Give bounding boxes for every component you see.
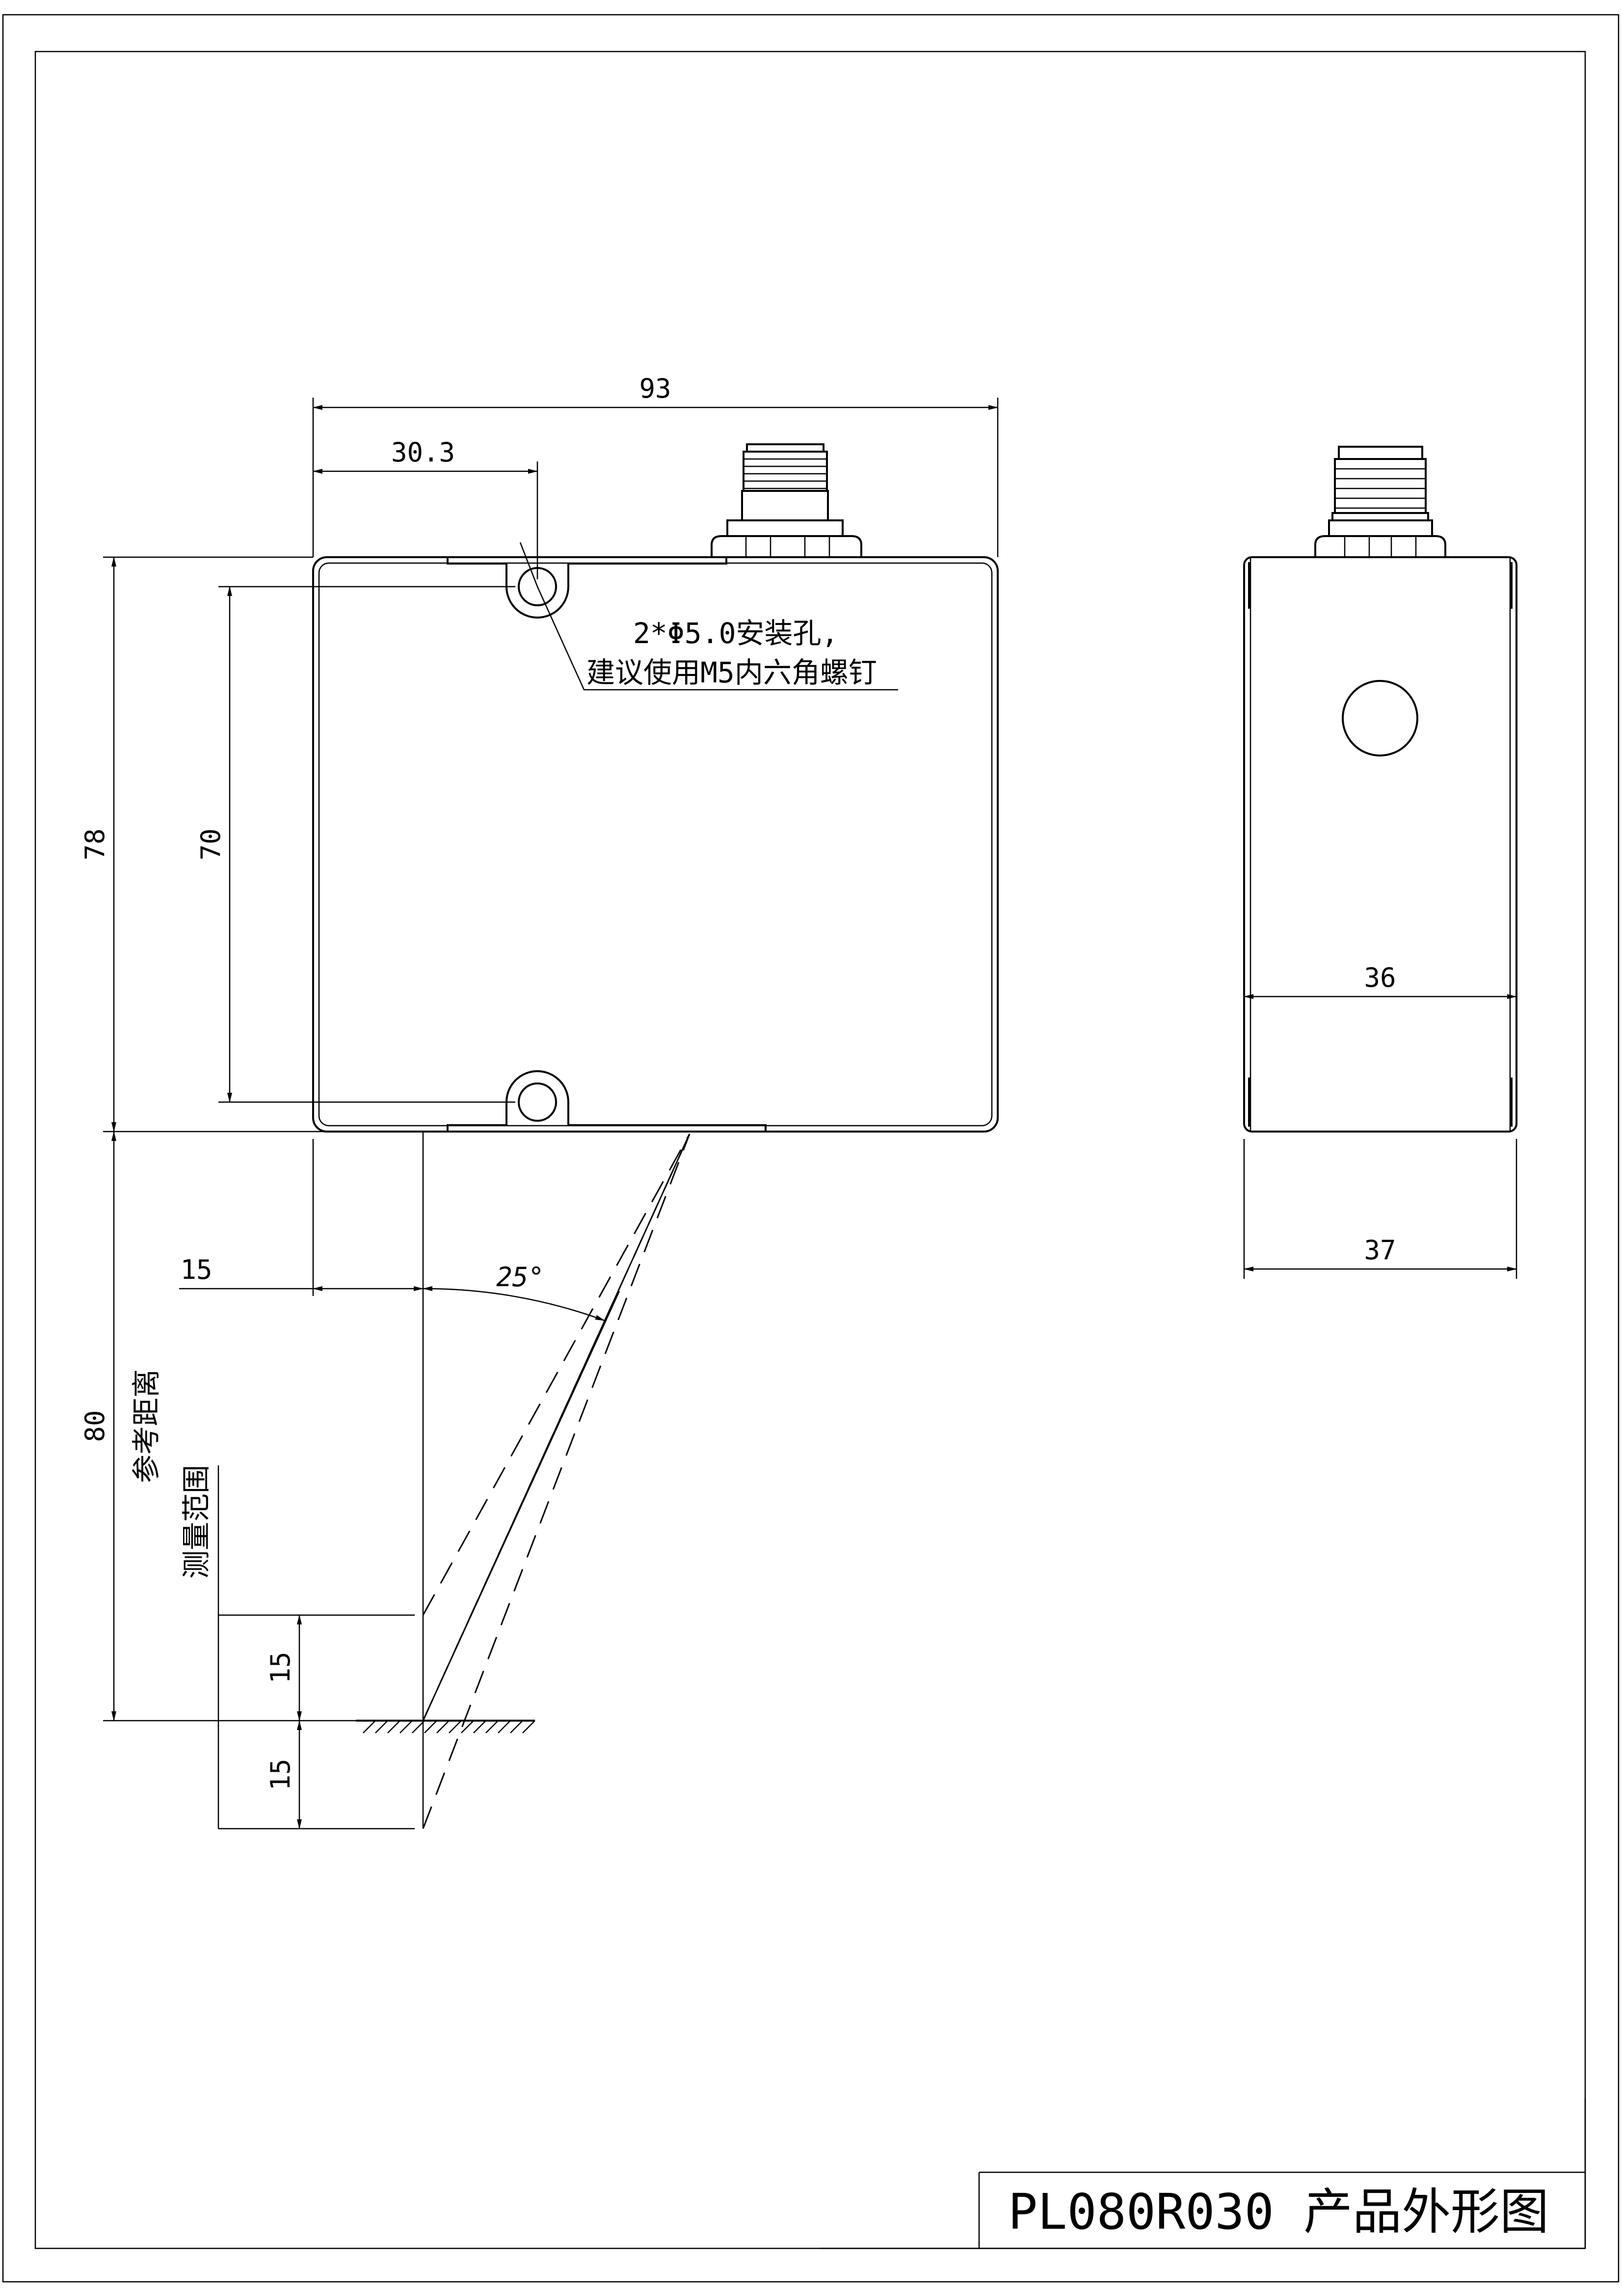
hole-note-line1: 2*Φ5.0安装孔, bbox=[633, 617, 838, 650]
lens-window bbox=[1342, 680, 1418, 756]
hole-note-line2: 建议使用M5内六角螺钉 bbox=[586, 656, 877, 689]
dimension-30-3: 30.3 bbox=[391, 437, 455, 468]
dimension-15-lower: 15 bbox=[265, 1758, 296, 1790]
dimension-80: 80 bbox=[80, 1410, 110, 1442]
measurement-range-label: 测量范围 bbox=[180, 1465, 213, 1579]
dimension-15-offset: 15 bbox=[180, 1254, 212, 1285]
dimension-93: 93 bbox=[639, 373, 671, 404]
title-block: PL080R030 产品外形图 bbox=[820, 2099, 1586, 2249]
reference-distance-label: 参考距离 bbox=[130, 1369, 163, 1483]
front-view-housing bbox=[312, 556, 999, 1133]
dimension-70: 70 bbox=[195, 828, 226, 860]
connector-side bbox=[1314, 446, 1446, 557]
front-view-dimensions: 93 30.3 78 70 2*Φ5.0安装孔, 建议使用M5内六角螺钉 bbox=[80, 373, 999, 1133]
side-view-housing bbox=[1243, 556, 1517, 1133]
drawing-frame bbox=[2, 14, 1620, 2283]
dimension-78: 78 bbox=[80, 828, 110, 860]
side-view-dimensions: 36 37 bbox=[1243, 962, 1517, 1279]
dimension-37: 37 bbox=[1364, 1235, 1396, 1266]
measurement-dimensions: 15 80 参考距离 测量范围 15 15 bbox=[80, 1131, 424, 1830]
mounting-hole-bottom bbox=[505, 1070, 569, 1125]
connector-front bbox=[711, 443, 862, 557]
drawing-title: PL080R030 产品外形图 bbox=[1008, 2183, 1549, 2241]
optical-path: 25° bbox=[356, 1132, 691, 1829]
front-view bbox=[312, 443, 999, 1133]
angle-25: 25° bbox=[496, 1262, 544, 1293]
target-surface bbox=[356, 1720, 535, 1733]
dimension-15-upper: 15 bbox=[265, 1651, 296, 1683]
side-view bbox=[1243, 446, 1517, 1133]
dimension-36: 36 bbox=[1364, 962, 1396, 993]
